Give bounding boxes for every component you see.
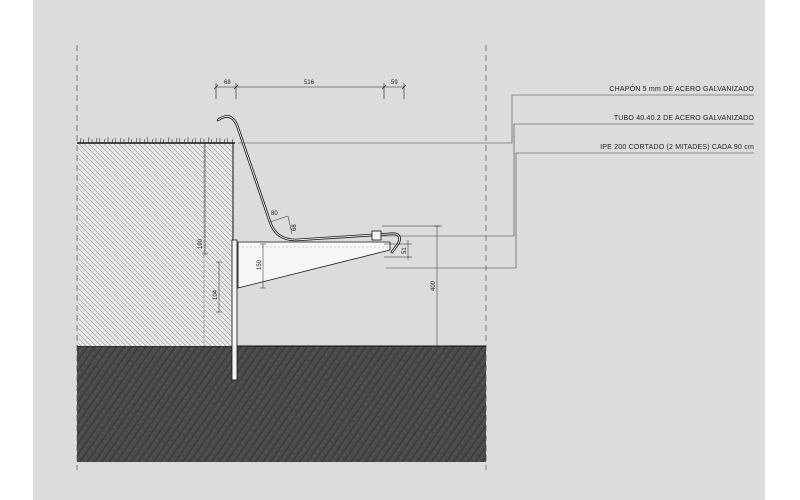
seat-tip-dimension: [384, 240, 412, 260]
dim-seat-tip: 51: [402, 247, 408, 254]
support-post: [231, 239, 238, 381]
dim-back-depth: 68: [292, 224, 298, 231]
leader-lines: [238, 94, 754, 269]
top-dimensions: [213, 83, 407, 99]
dim-wall-height: 190: [198, 238, 204, 249]
back-dimension-lines: [269, 215, 293, 235]
wall-height-dimension: [202, 142, 208, 255]
ground-fill: [77, 346, 486, 462]
beam-dimension-lines: [216, 243, 266, 313]
square-tube: [371, 230, 382, 241]
seat-height-dimension: [382, 225, 442, 347]
dim-seat-height: 400: [431, 280, 437, 291]
dim-beam-height: 150: [257, 259, 263, 270]
dim-back-width: 80: [271, 211, 278, 217]
dim-top-middle: 516: [304, 80, 315, 86]
dim-top-left: 68: [224, 80, 231, 86]
grass-texture: [79, 136, 234, 144]
dim-beam-lower: 104: [213, 289, 219, 300]
ipe-beam: [237, 241, 391, 289]
dim-top-right: 59: [391, 80, 398, 86]
annotation-chapon: CHAPÓN 5 mm DE ACERO GALVANIZADO: [609, 84, 754, 93]
wall-fill: [78, 143, 233, 346]
annotation-tubo: TUBO 40.40.2 DE ACERO GALVANIZADO: [614, 115, 755, 122]
annotation-ipe: IPE 200 CORTADO (2 MITADES) CADA 90 cm: [600, 144, 754, 151]
